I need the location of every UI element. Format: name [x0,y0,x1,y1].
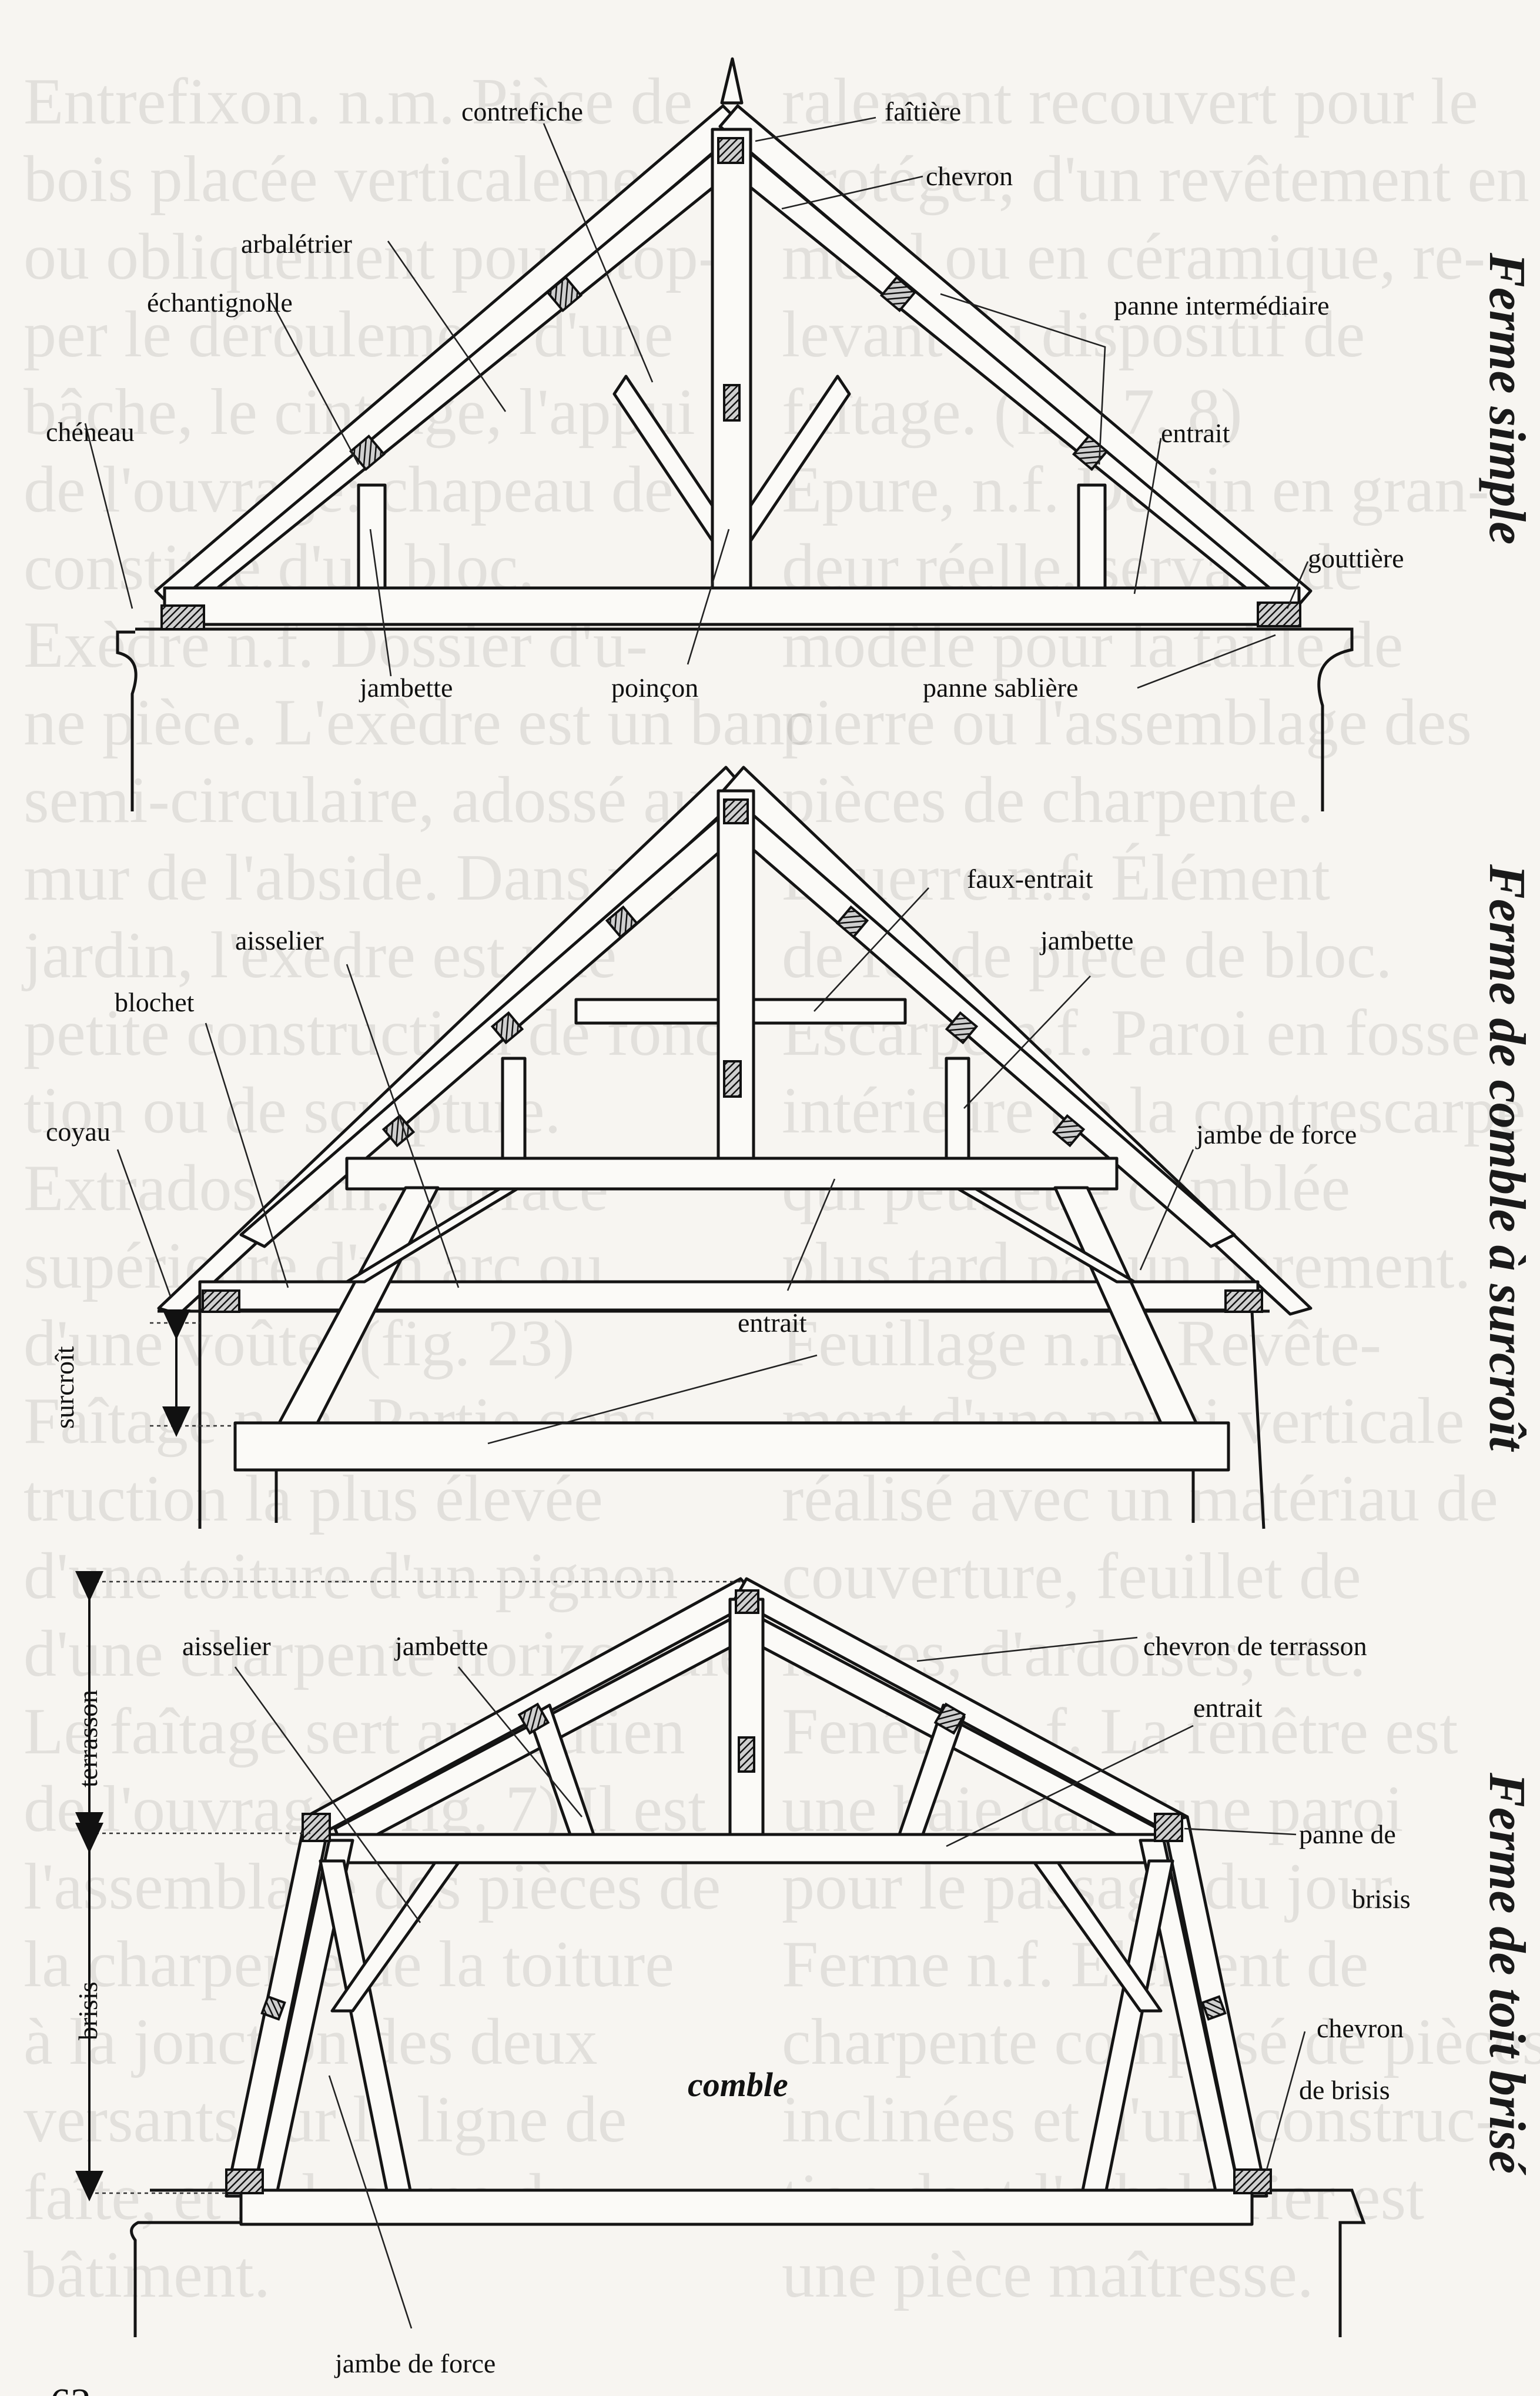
label-aisselier-2: aisselier [235,925,324,955]
poincon-2 [717,789,755,1160]
label-panne-sabliere: panne sablière [923,673,1078,703]
background-text-line: ralement recouvert pour le [782,65,1478,138]
label-faitiere: faîtière [885,96,961,126]
entrait-3 [319,1833,1174,1864]
jambette-right [1077,483,1107,590]
entrait-lower-3 [239,2188,1254,2226]
background-text-line: réalisé avec un matériau de [782,1462,1498,1535]
background-text-line: intérieure de la contrescarpe [782,1074,1525,1147]
background-text-line: pièces de charpente. [782,764,1314,837]
background-text-line: d'une toiture d'un pignon [24,1540,678,1613]
label-panne-de-brisis-1: panne de [1299,1819,1396,1849]
aisselier-left-2 [345,1187,519,1284]
background-text-line: versants sur la ligne de [24,2083,627,2156]
wall-right-3 [1258,2188,1366,2337]
background-text-line: per le déroulement d'une [24,298,674,371]
poincon-3 [728,1598,765,1836]
label-surcroit: surcroît [49,1346,79,1429]
label-entrait-1: entrait [1161,418,1230,448]
wall-right [1211,627,1354,811]
panne-intermediaire-right [880,276,916,312]
label-jambette-2: jambette [1039,925,1133,955]
background-text-line: protéger, d'un revêtement en [782,143,1529,216]
wall-left [116,630,138,811]
background-text-line: couverture, feuillet de [782,1540,1361,1613]
entrait-2 [233,1421,1230,1472]
contrefiche-right [749,375,851,543]
panne-de-brisis-left [302,1813,331,1842]
label-entrait-2: entrait [738,1308,807,1338]
truss-surcroit: faux-entrait aisselier jambette blochet … [46,766,1357,1529]
label-arbaletrier: arbalétrier [241,229,352,259]
label-comble: comble [688,2066,788,2104]
entrait [163,586,1301,626]
truss-brise: aisselier jambette chevron de terrasson … [73,1571,1411,2378]
truss-simple: contrefiche faîtière chevron arbalétrier… [46,57,1404,811]
background-text-line: charpente composé de pièces [782,2006,1540,2078]
side-title-brise: Ferme de toit brisé [1478,1772,1535,2176]
background-text-line: Ferme n.f. Élément de [782,1928,1368,2001]
label-jambette-3: jambette [394,1631,488,1661]
label-chevron: chevron [926,161,1013,191]
label-jambette-1: jambette [359,673,453,703]
panne-intermediaire-left [546,276,582,312]
background-text-line: truction la plus élevée [24,1462,603,1535]
side-title-simple: Ferme simple [1478,252,1535,544]
label-contrefiche: contrefiche [461,96,583,126]
poincon [711,128,752,590]
background-text-line: ne pièce. L'exèdre est un banc [24,686,814,759]
label-chevron-de-terrasson: chevron de terrasson [1143,1631,1367,1661]
label-faux-entrait: faux-entrait [967,864,1093,894]
panne-de-brisis-right [1154,1813,1183,1842]
aisselier-left-3 [330,1861,460,2013]
background-text-line: semi-circulaire, adossé au [24,764,705,837]
panne-sabliere-left [160,604,205,630]
background-text-line: bois placée verticalement [24,143,692,216]
label-coyau: coyau [46,1117,111,1147]
side-title-surcroit: Ferme de comble à surcroît [1478,864,1535,1452]
label-jambe-de-force-2: jambe de force [1195,1120,1357,1149]
label-jambe-de-force-3: jambe de force [334,2348,496,2378]
panne-sabliere-right [1257,601,1301,627]
label-blochet: blochet [115,987,195,1017]
label-chevron-de-brisis-2: de brisis [1299,2075,1390,2105]
label-gouttiere: gouttière [1308,543,1404,573]
background-text-line: pierre ou l'assemblage des [782,686,1472,759]
label-cheneau: chéneau [46,417,135,447]
label-poincon: poinçon [611,673,698,703]
label-echantignolle: échantignolle [147,288,293,318]
label-panne-intermediaire: panne intermédiaire [1114,290,1330,320]
background-text-line: bâtiment. [24,2238,270,2311]
label-terrasson: terrasson [73,1690,103,1787]
label-aisselier-3: aisselier [182,1631,271,1661]
label-entrait-3: entrait [1193,1693,1263,1723]
label-panne-de-brisis-2: brisis [1352,1884,1411,1914]
label-chevron-de-brisis-1: chevron [1317,2013,1404,2043]
background-text-line: d'une voûte. (fig. 23) [24,1307,575,1380]
background-text-line: Entrefixon. n.m. Pièce de [24,65,692,138]
label-brisis: brisis [73,1981,103,2040]
wall-left-3 [130,2188,249,2337]
background-text-line: une pièce maîtresse. [782,2238,1314,2311]
page-number: 62 [50,2381,91,2396]
background-text-line: mur de l'abside. Dans un [24,841,674,914]
faitiere-purlin [717,137,744,164]
background-text-line: Feuillage n.m. Revête- [782,1307,1381,1380]
background-text-line: levant du dispositif de [782,298,1365,371]
background-text-line: inclinées et d'une construc- [782,2083,1498,2156]
contrefiche-left [612,375,714,543]
entrait-upper-2 [345,1157,1119,1191]
background-text-line: tion ou de sculpture. [24,1074,561,1147]
